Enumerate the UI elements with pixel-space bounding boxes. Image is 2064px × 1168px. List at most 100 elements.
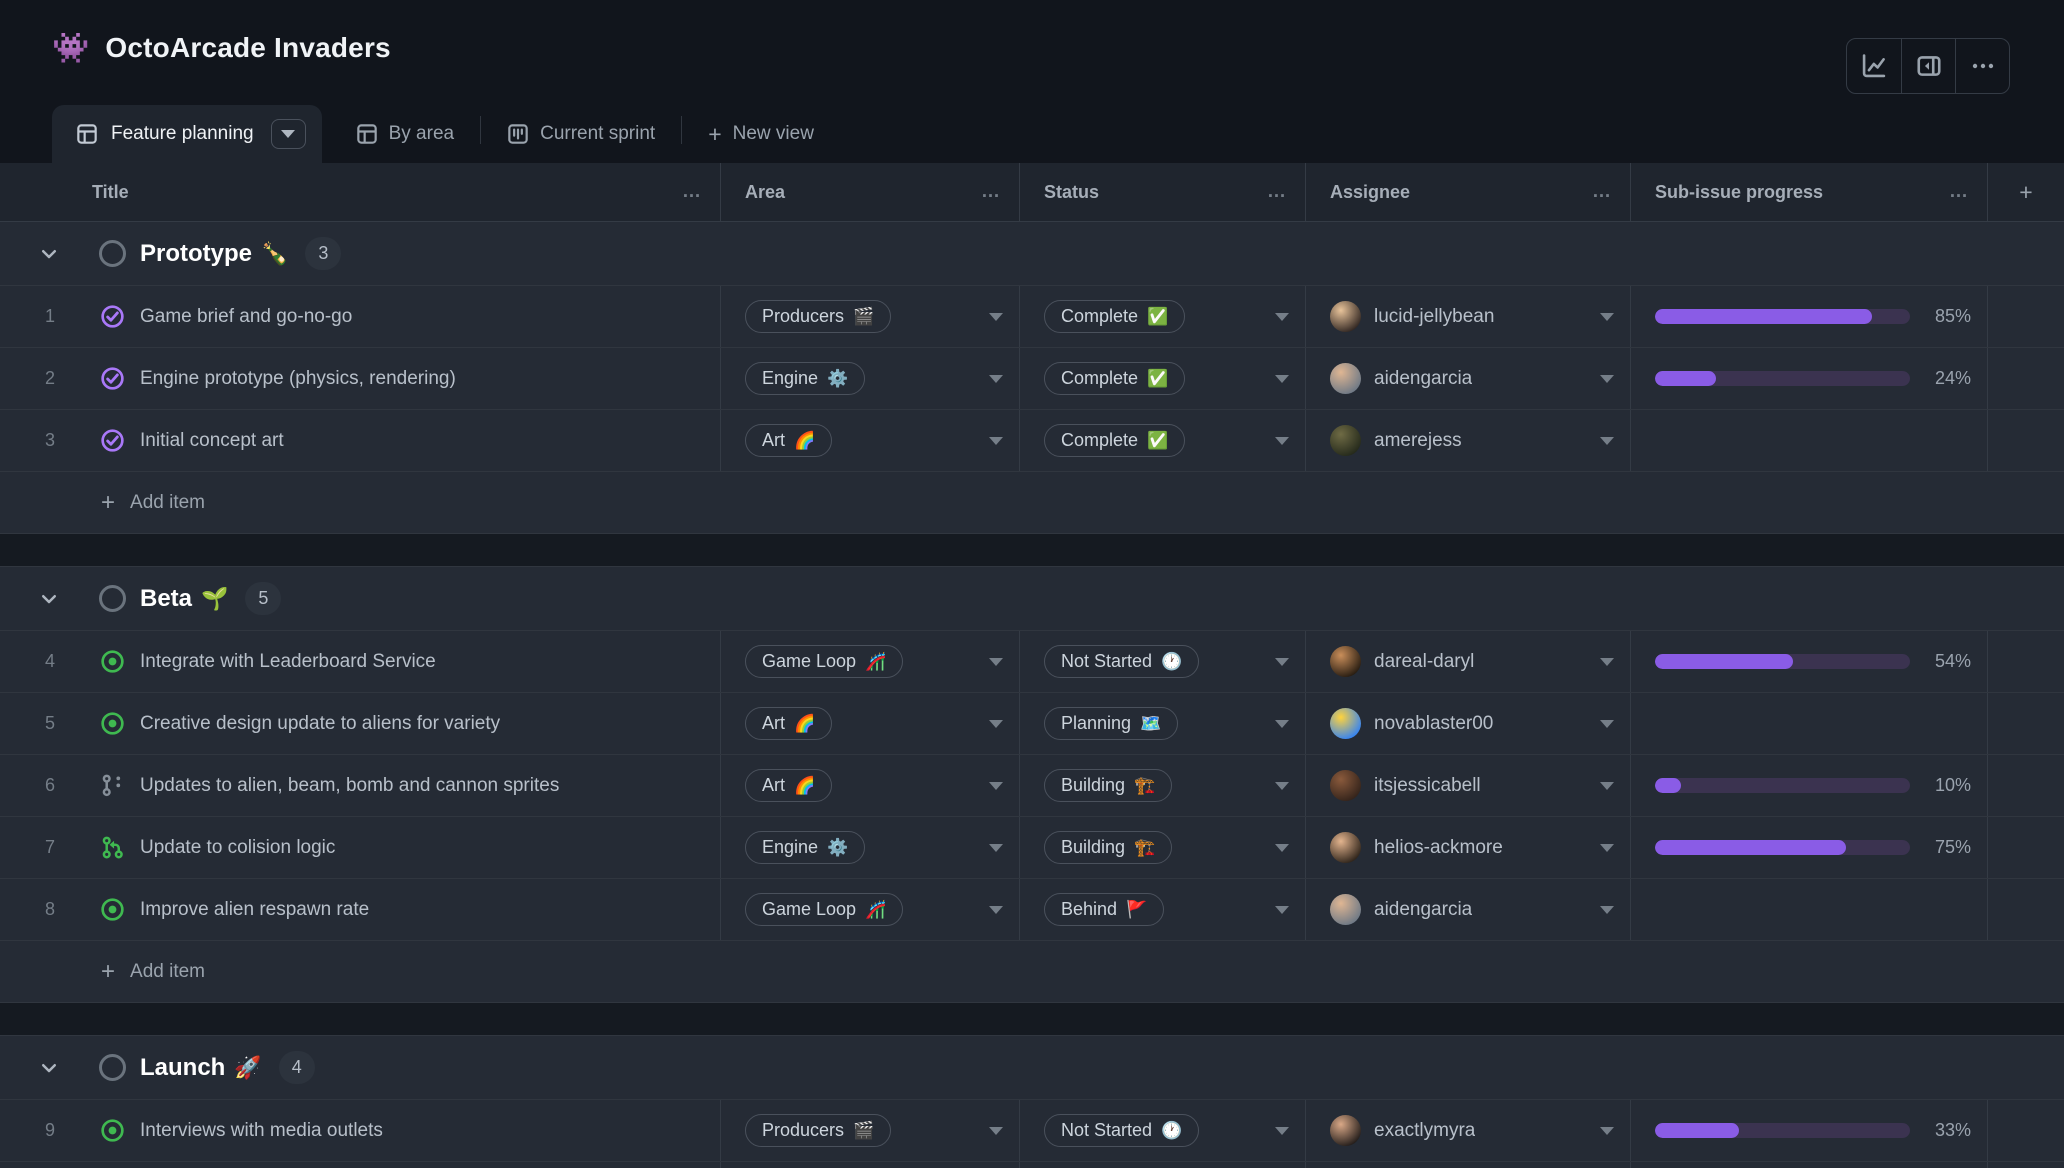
issue-title[interactable]: Improve alien respawn rate <box>140 899 369 921</box>
chevron-down-icon[interactable] <box>1600 375 1614 383</box>
issue-title[interactable]: Engine prototype (physics, rendering) <box>140 368 456 390</box>
column-header-assignee: Assignee … <box>1306 163 1631 221</box>
status-cell[interactable]: Building🏗️ <box>1020 755 1306 816</box>
chevron-down-icon[interactable] <box>989 658 1003 666</box>
chevron-down-icon[interactable] <box>989 375 1003 383</box>
chevron-down-icon[interactable] <box>1600 906 1614 914</box>
add-item-button[interactable]: + Add item <box>0 472 2064 534</box>
assignee-cell[interactable]: novablaster00 <box>1306 693 1631 754</box>
issue-closed-icon <box>100 366 125 391</box>
status-pill: Not Started🕐 <box>1044 645 1199 678</box>
issue-closed-icon <box>100 304 125 329</box>
chevron-down-icon <box>38 243 60 265</box>
area-cell[interactable]: Art🌈 <box>721 755 1020 816</box>
chevron-down-icon[interactable] <box>1275 782 1289 790</box>
issue-title[interactable]: Updates to alien, beam, bomb and cannon … <box>140 775 559 797</box>
status-cell[interactable]: Planning🗺️ <box>1020 693 1306 754</box>
view-options-button[interactable] <box>271 119 306 149</box>
column-header-progress: Sub-issue progress … <box>1631 163 1988 221</box>
chevron-down-icon[interactable] <box>1275 844 1289 852</box>
chevron-down-icon[interactable] <box>989 313 1003 321</box>
area-cell[interactable]: Engine⚙️ <box>721 817 1020 878</box>
plus-icon: + <box>101 491 115 515</box>
chevron-down-icon[interactable] <box>1275 437 1289 445</box>
area-cell[interactable]: Game Loop🎢 <box>721 631 1020 692</box>
chevron-down-icon[interactable] <box>1600 782 1614 790</box>
new-view-label: New view <box>733 123 814 145</box>
more-options-button[interactable] <box>1955 39 2009 93</box>
title-cell: 6 Updates to alien, beam, bomb and canno… <box>0 755 721 816</box>
row-number: 2 <box>0 368 100 389</box>
area-cell[interactable]: Engine⚙️ <box>721 348 1020 409</box>
chevron-down-icon[interactable] <box>989 844 1003 852</box>
chevron-down-icon[interactable] <box>989 906 1003 914</box>
issue-title[interactable]: Interviews with media outlets <box>140 1120 383 1142</box>
area-cell[interactable]: Game Loop🎢 <box>721 879 1020 940</box>
side-panel-button[interactable] <box>1901 39 1955 93</box>
area-cell[interactable]: Art🌈 <box>721 410 1020 471</box>
status-cell[interactable]: Complete✅ <box>1020 286 1306 347</box>
collapse-group-button[interactable] <box>38 588 60 610</box>
table-header: Title … Area … Status … Assignee … Sub-i… <box>0 163 2064 222</box>
add-item-label: Add item <box>130 492 205 514</box>
add-column-button[interactable]: + <box>1988 163 2064 221</box>
chevron-down-icon[interactable] <box>1275 658 1289 666</box>
assignee-cell[interactable]: itsjessicabell <box>1306 755 1631 816</box>
column-menu-button[interactable]: … <box>981 181 1001 203</box>
chevron-down-icon <box>38 1057 60 1079</box>
add-item-button[interactable]: + Add item <box>0 941 2064 1003</box>
title-cell: 4 Integrate with Leaderboard Service <box>0 631 721 692</box>
chevron-down-icon[interactable] <box>1600 844 1614 852</box>
chevron-down-icon[interactable] <box>1600 658 1614 666</box>
tab-feature-planning[interactable]: Feature planning <box>52 105 322 163</box>
column-menu-button[interactable]: … <box>1949 181 1969 203</box>
chevron-down-icon[interactable] <box>1275 313 1289 321</box>
status-cell[interactable]: Building🏗️ <box>1020 817 1306 878</box>
assignee-cell[interactable]: lucid-jellybean <box>1306 286 1631 347</box>
column-menu-button[interactable]: … <box>1592 181 1612 203</box>
chevron-down-icon[interactable] <box>1275 375 1289 383</box>
chevron-down-icon[interactable] <box>989 782 1003 790</box>
issue-title[interactable]: Creative design update to aliens for var… <box>140 713 500 735</box>
assignee-cell[interactable]: dareal-daryl <box>1306 631 1631 692</box>
row-number: 3 <box>0 430 100 451</box>
progress-percent: 10% <box>1935 775 1971 796</box>
assignee-cell[interactable]: aidengarcia <box>1306 348 1631 409</box>
column-menu-button[interactable]: … <box>1267 181 1287 203</box>
new-view-button[interactable]: + New view <box>698 105 824 163</box>
issue-title[interactable]: Initial concept art <box>140 430 284 452</box>
chevron-down-icon[interactable] <box>1600 313 1614 321</box>
insights-button[interactable] <box>1847 39 1901 93</box>
issue-title[interactable]: Game brief and go-no-go <box>140 306 352 328</box>
status-cell[interactable]: Behind🚩 <box>1020 879 1306 940</box>
status-cell[interactable]: Not Started🕐 <box>1020 631 1306 692</box>
partial-row <box>0 1162 2064 1168</box>
status-cell[interactable]: Not Started🕐 <box>1020 1100 1306 1161</box>
title-cell: 7 Update to colision logic <box>0 817 721 878</box>
area-cell[interactable]: Producers🎬 <box>721 1100 1020 1161</box>
chevron-down-icon[interactable] <box>1275 720 1289 728</box>
assignee-cell[interactable]: helios-ackmore <box>1306 817 1631 878</box>
collapse-group-button[interactable] <box>38 243 60 265</box>
area-cell[interactable]: Art🌈 <box>721 693 1020 754</box>
chevron-down-icon[interactable] <box>989 437 1003 445</box>
issue-title[interactable]: Update to colision logic <box>140 837 335 859</box>
tab-by-area[interactable]: By area <box>346 105 464 163</box>
assignee-cell[interactable]: aidengarcia <box>1306 879 1631 940</box>
chevron-down-icon[interactable] <box>1275 906 1289 914</box>
chevron-down-icon[interactable] <box>1275 1127 1289 1135</box>
chevron-down-icon[interactable] <box>989 720 1003 728</box>
chevron-down-icon[interactable] <box>1600 720 1614 728</box>
chevron-down-icon[interactable] <box>989 1127 1003 1135</box>
tab-current-sprint[interactable]: Current sprint <box>497 105 665 163</box>
area-cell[interactable]: Producers🎬 <box>721 286 1020 347</box>
status-cell[interactable]: Complete✅ <box>1020 410 1306 471</box>
assignee-cell[interactable]: exactlymyra <box>1306 1100 1631 1161</box>
assignee-cell[interactable]: amerejess <box>1306 410 1631 471</box>
status-cell[interactable]: Complete✅ <box>1020 348 1306 409</box>
chevron-down-icon[interactable] <box>1600 1127 1614 1135</box>
issue-title[interactable]: Integrate with Leaderboard Service <box>140 651 436 673</box>
collapse-group-button[interactable] <box>38 1057 60 1079</box>
chevron-down-icon[interactable] <box>1600 437 1614 445</box>
column-menu-button[interactable]: … <box>682 181 702 203</box>
